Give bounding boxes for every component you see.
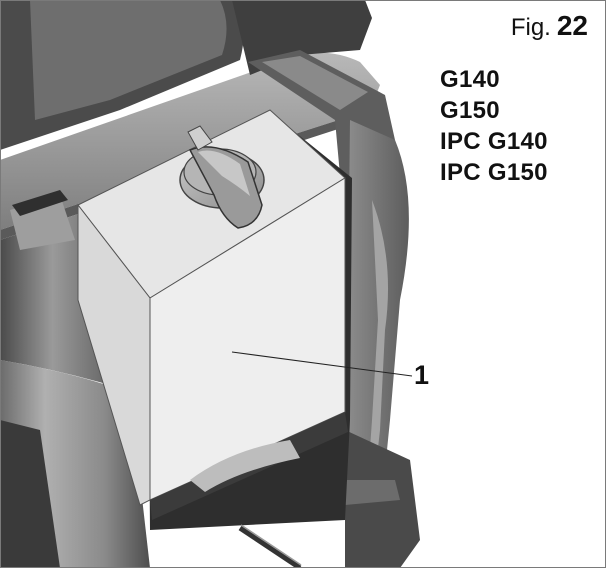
model-list: G140 G150 IPC G140 IPC G150 <box>440 64 548 188</box>
bottom-rod <box>238 525 302 571</box>
figure-label: Fig.22 <box>511 10 588 42</box>
upper-right-panel <box>232 0 372 75</box>
lower-left-dark <box>0 420 60 568</box>
right-housing-shade <box>365 200 389 520</box>
model-item: G150 <box>440 97 500 124</box>
figure-word: Fig. <box>510 14 551 41</box>
model-item: G140 <box>440 66 500 93</box>
bottom-rod-highlight <box>240 524 302 566</box>
model-item: IPC G140 <box>440 128 548 155</box>
upper-housing-shade <box>30 0 227 120</box>
callout-1: 1 <box>414 360 430 390</box>
cap-handle-highlight <box>198 150 250 196</box>
figure-number: 22 <box>556 10 588 41</box>
model-item: IPC G150 <box>440 159 548 186</box>
cap-handle <box>188 146 263 229</box>
tank-bottom-light <box>190 440 300 492</box>
left-arm-slot <box>12 190 68 216</box>
top-band <box>0 52 380 230</box>
cap-tab <box>187 125 213 151</box>
tank-left-face <box>77 203 151 506</box>
callout-1-leader <box>231 351 413 377</box>
upper-right-bracket-shade <box>262 56 368 110</box>
lower-right-base-rim <box>345 480 400 505</box>
